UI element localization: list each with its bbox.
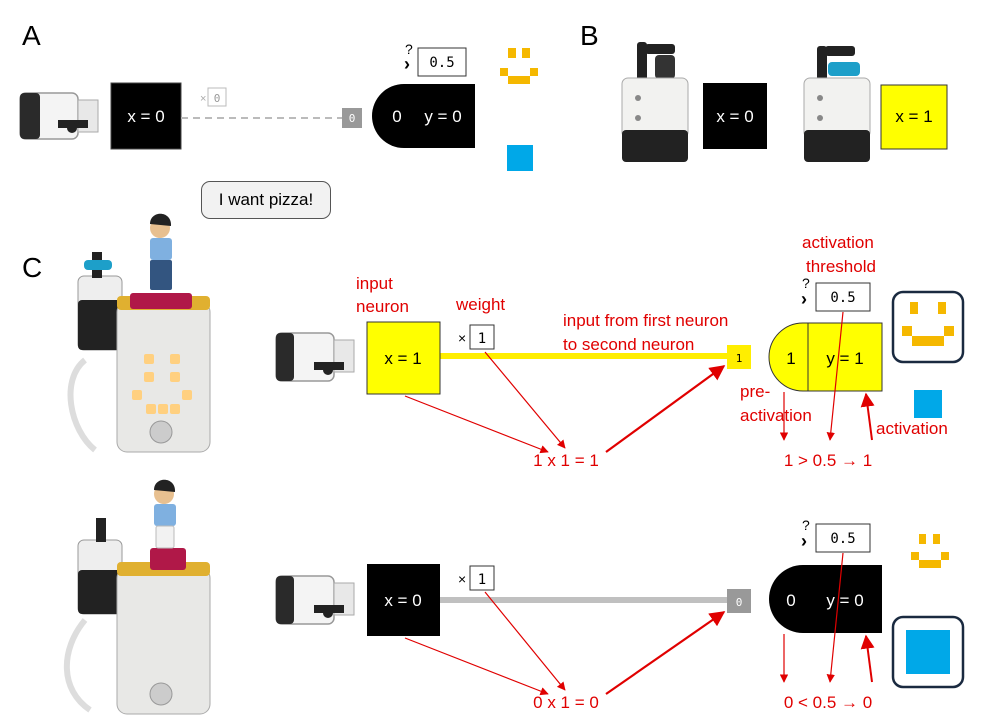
arrow-threshold-to-compare-top — [826, 311, 844, 441]
weight-value-a: 0 — [214, 92, 221, 105]
input-neuron-a: x = 0 — [110, 82, 182, 150]
robot-top-illustration — [67, 213, 211, 453]
threshold-q-top: ? — [802, 275, 810, 291]
input-neuron-top: x = 1 — [366, 321, 441, 395]
signal-box-a — [342, 108, 362, 128]
signal-value-top: 1 — [736, 352, 743, 365]
input-neuron-top-label: x = 1 — [384, 349, 421, 368]
pre-activation-a: 0 — [392, 107, 401, 126]
label-input-from-2: to second neuron — [563, 335, 694, 354]
threshold-compare-top: › — [801, 289, 807, 309]
signal-value-bottom: 0 — [736, 596, 743, 609]
threshold-value-top: 0.5 — [830, 290, 855, 306]
input-neuron-a-label: x = 0 — [127, 107, 164, 126]
weight-box-bottom — [469, 565, 495, 591]
input-neuron-bottom: x = 0 — [367, 564, 440, 636]
square-icon-a — [507, 145, 533, 171]
label-weight: weight — [455, 295, 505, 314]
neuron-on-b: x = 1 — [880, 84, 948, 150]
arrow-weight-to-product-bottom — [484, 591, 566, 691]
label-input-neuron-1: input — [356, 274, 393, 293]
output-neuron-top: 1 y = 1 — [768, 322, 883, 392]
output-neuron-a-label: y = 0 — [424, 107, 461, 126]
square-icon-bottom — [906, 630, 950, 674]
weight-box-a — [207, 87, 227, 107]
arrow-threshold-to-compare-bottom — [826, 552, 844, 683]
signal-box-top — [727, 345, 751, 369]
input-neuron-bottom-label: x = 0 — [384, 591, 421, 610]
arrow-input-to-product-top — [404, 395, 549, 454]
label-threshold-2: threshold — [806, 257, 876, 276]
threshold-box-a — [417, 47, 467, 77]
touch-sensor-icon — [275, 332, 355, 382]
arrow-input-to-product-bottom — [404, 637, 549, 696]
equation-compare-top: 1 > 0.5 → 1 — [784, 451, 872, 470]
weight-value-top: 1 — [478, 331, 486, 347]
touch-sensor-icon — [275, 575, 355, 625]
neuron-off-b: x = 0 — [703, 83, 767, 149]
threshold-value-a: 0.5 — [429, 55, 454, 71]
weight-symbol-a: × — [200, 93, 206, 105]
label-activation: activation — [876, 419, 948, 438]
smiley-icon-bottom — [911, 534, 949, 568]
neuron-on-b-label: x = 1 — [895, 107, 932, 126]
pre-activation-bottom: 0 — [786, 591, 795, 610]
output-neuron-bottom: 0 y = 0 — [769, 565, 882, 633]
threshold-compare-a: › — [404, 54, 410, 74]
signal-value-a: 0 — [349, 112, 356, 125]
output-neuron-top-label: y = 1 — [826, 349, 863, 368]
equation-compare-bottom: 0 < 0.5 → 0 — [784, 693, 872, 712]
speech-bubble: I want pizza! — [201, 181, 331, 219]
arrow-compare-to-activation-bottom — [860, 634, 875, 683]
label-input-neuron-2: neuron — [356, 297, 409, 316]
touch-sensor-icon — [19, 92, 99, 140]
output-neuron-bottom-label: y = 0 — [826, 591, 863, 610]
neuron-off-b-label: x = 0 — [716, 107, 753, 126]
weight-value-bottom: 1 — [478, 572, 486, 588]
equation-product-bottom: 0 x 1 = 0 — [533, 693, 599, 712]
equation-product-top: 1 x 1 = 1 — [533, 451, 599, 470]
panel-label-c: C — [22, 252, 42, 283]
label-threshold-1: activation — [802, 233, 874, 252]
weight-symbol-bottom: × — [458, 571, 466, 587]
sensor-released-icon — [621, 42, 689, 162]
arrow-product-to-signal-top — [605, 365, 726, 453]
pre-activation-top: 1 — [786, 349, 795, 368]
smiley-icon-top — [902, 302, 954, 346]
weight-symbol-top: × — [458, 330, 466, 346]
threshold-compare-bottom: › — [801, 531, 807, 551]
smiley-icon-a — [500, 48, 538, 84]
arrow-weight-to-product-top — [484, 351, 566, 449]
threshold-value-bottom: 0.5 — [830, 531, 855, 547]
panel-label-a: A — [22, 20, 41, 51]
threshold-box-top — [815, 282, 871, 312]
output-neuron-a: 0 y = 0 — [372, 84, 475, 148]
label-input-from-1: input from first neuron — [563, 311, 728, 330]
label-pre-2: activation — [740, 406, 812, 425]
threshold-box-bottom — [815, 523, 871, 553]
sensor-pressed-icon — [803, 46, 871, 162]
square-display-bottom — [891, 615, 965, 689]
speech-bubble-text: I want pizza! — [218, 190, 314, 209]
smiley-display-top — [891, 290, 965, 364]
threshold-q-a: ? — [405, 41, 413, 57]
threshold-q-bottom: ? — [802, 517, 810, 533]
robot-bottom-illustration — [63, 479, 211, 715]
label-pre-1: pre- — [740, 382, 770, 401]
arrow-compare-to-activation-top — [860, 392, 875, 441]
signal-box-bottom — [727, 589, 751, 613]
panel-label-b: B — [580, 20, 599, 51]
square-icon-top — [914, 390, 942, 418]
arrow-product-to-signal-bottom — [605, 611, 726, 695]
weight-box-top — [469, 324, 495, 350]
